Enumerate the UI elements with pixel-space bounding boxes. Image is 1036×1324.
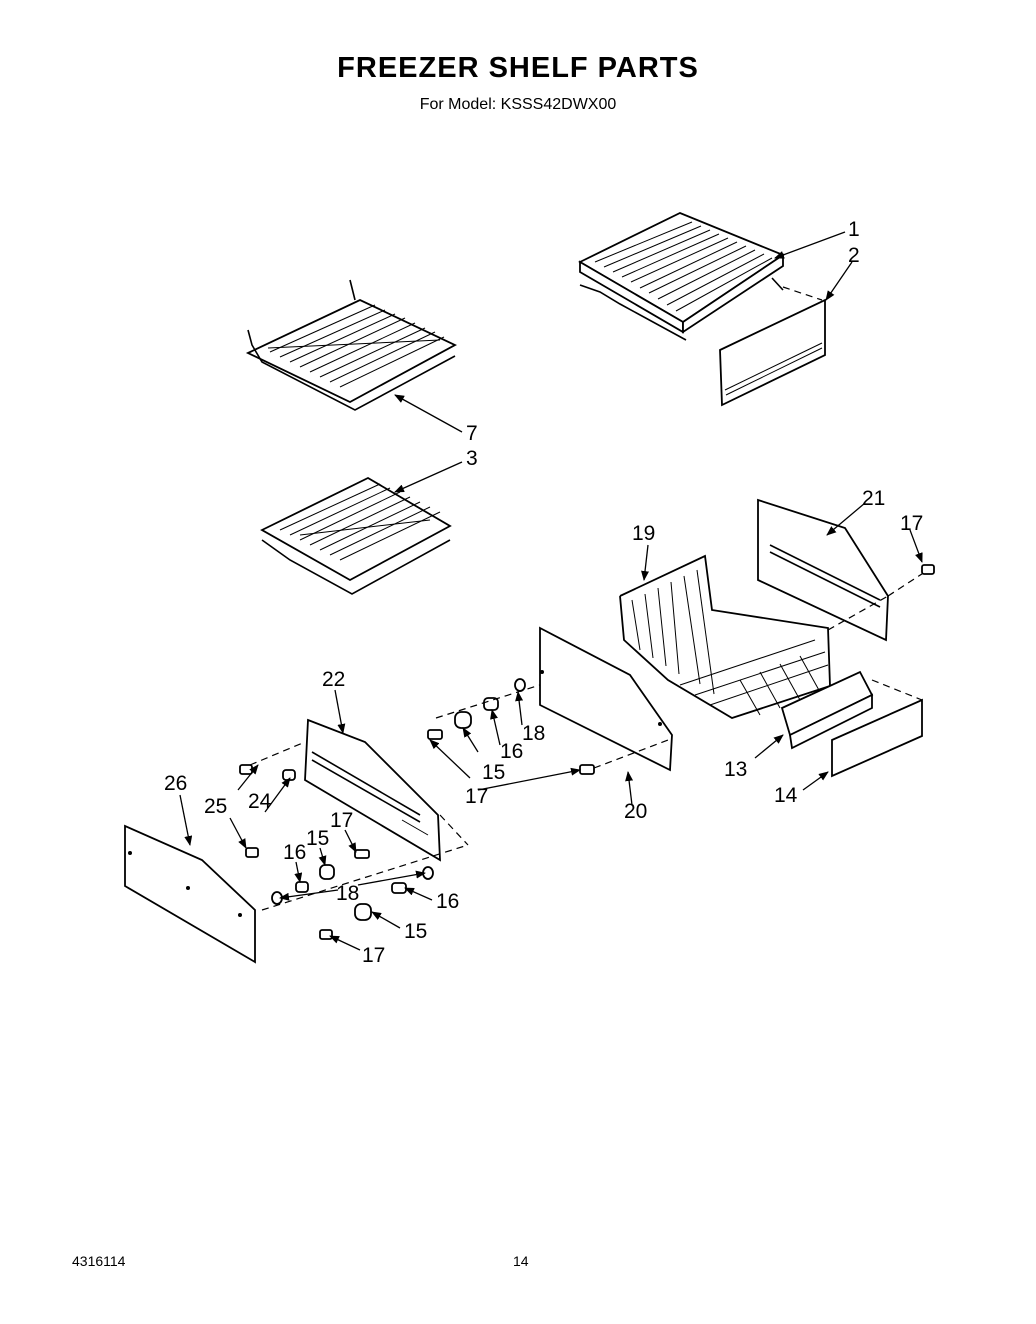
part-13-bin-trim [780, 670, 874, 750]
part-26-bracket [124, 824, 256, 964]
callout-20: 20 [624, 800, 647, 823]
callout-16-left: 16 [283, 841, 306, 864]
callout-24: 24 [248, 790, 272, 813]
assembly-lines [249, 564, 935, 911]
callout-15-middle: 15 [482, 761, 505, 784]
part-20-side-panel [539, 626, 673, 772]
part-22-bracket [304, 718, 441, 862]
callout-26: 26 [164, 772, 187, 795]
part-14-bin-cover [831, 679, 923, 778]
callout-17-right: 17 [900, 512, 923, 535]
callout-1: 1 [848, 218, 860, 241]
callout-17-lower: 17 [362, 944, 385, 967]
callout-18-left: 18 [336, 882, 359, 905]
leader-lines [179, 231, 923, 951]
callout-15-left: 15 [306, 827, 329, 850]
callout-18-middle: 18 [522, 722, 545, 745]
part-1-shelf [578, 212, 785, 341]
part-7-wire-shelf [245, 279, 457, 411]
callout-7: 7 [466, 422, 478, 445]
callout-16-middle: 16 [500, 740, 523, 763]
callout-19: 19 [632, 522, 655, 545]
callout-22: 22 [322, 668, 345, 691]
document-number: 4316114 [72, 1253, 126, 1269]
part-3-wire-shelf [260, 476, 452, 595]
callout-21: 21 [862, 487, 885, 510]
part-21-side-panel [757, 498, 889, 642]
callout-14: 14 [774, 784, 798, 807]
callout-labels: 1 2 7 3 21 17 19 22 18 16 15 17 20 13 14… [164, 218, 923, 967]
callout-13: 13 [724, 758, 747, 781]
callout-15-lower: 15 [404, 920, 427, 943]
callout-25: 25 [204, 795, 227, 818]
callout-17-middle: 17 [465, 785, 488, 808]
page-title: FREEZER SHELF PARTS [337, 52, 699, 84]
part-2-shelf-trim [719, 286, 826, 407]
callout-16-lower: 16 [436, 890, 459, 913]
callout-17-left-top: 17 [330, 809, 353, 832]
model-subtitle: For Model: KSSS42DWX00 [419, 96, 617, 113]
callout-2: 2 [848, 244, 860, 267]
callout-3: 3 [466, 447, 478, 470]
page-number: 14 [513, 1253, 529, 1269]
